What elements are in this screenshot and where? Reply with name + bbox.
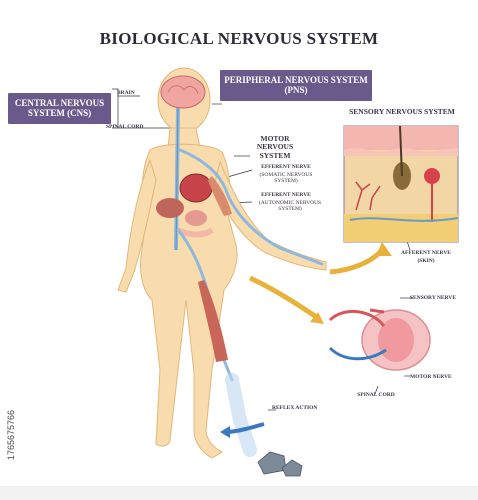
stock-id: 1765675766 <box>6 409 16 460</box>
human-body <box>117 67 327 459</box>
sensory-ns-label: SENSORY NERVOUS SYSTEM <box>349 107 455 116</box>
efferent-nerve-autonomic-label: EFFERENT NERVE <box>261 192 311 198</box>
pns-box: PERIPHERAL NERVOUS SYSTEM (PNS) <box>220 70 372 101</box>
spinal-cord-label: SPINAL CORD <box>106 124 144 130</box>
watermark-bar <box>0 486 478 500</box>
arrow-down-yellow <box>310 312 324 324</box>
organs <box>156 173 214 238</box>
afferent-skin-label: (SKIN) <box>417 258 435 264</box>
cns-box: CENTRAL NERVOUS SYSTEM (CNS) <box>8 93 111 124</box>
reflex-action-label: REFLEX ACTION <box>272 405 318 411</box>
connector-lines <box>112 88 412 411</box>
arrow-up-yellow <box>376 242 392 256</box>
efferent-nerve-somatic-label: EFFERENT NERVE <box>261 164 311 170</box>
brain-label: BRAIN <box>117 90 135 96</box>
skin-cross-section <box>343 125 459 243</box>
reflex-arrow <box>220 426 230 438</box>
afferent-nerve-label: AFFERENT NERVE <box>401 250 451 256</box>
flow-arrows <box>220 242 392 438</box>
spinal-cord-section-label: SPINAL CORD <box>357 392 395 398</box>
motor-nerve-label: MOTOR NERVE <box>410 374 452 380</box>
sensory-nerve-label: SENSORY NERVE <box>410 295 457 301</box>
motor-ns-label: MOTOR NERVOUS SYSTEM <box>256 134 294 160</box>
muscles <box>198 176 232 362</box>
autonomic-ns-label: (AUTONOMIC NERVOUS SYSTEM) <box>258 200 322 213</box>
spinal-cord-section <box>328 308 431 371</box>
page-title: BIOLOGICAL NERVOUS SYSTEM <box>99 29 379 48</box>
somatic-ns-label: (SOMATIC NERVOUS SYSTEM) <box>259 172 313 185</box>
rocks <box>257 451 303 477</box>
central-nervous-system <box>160 75 206 251</box>
